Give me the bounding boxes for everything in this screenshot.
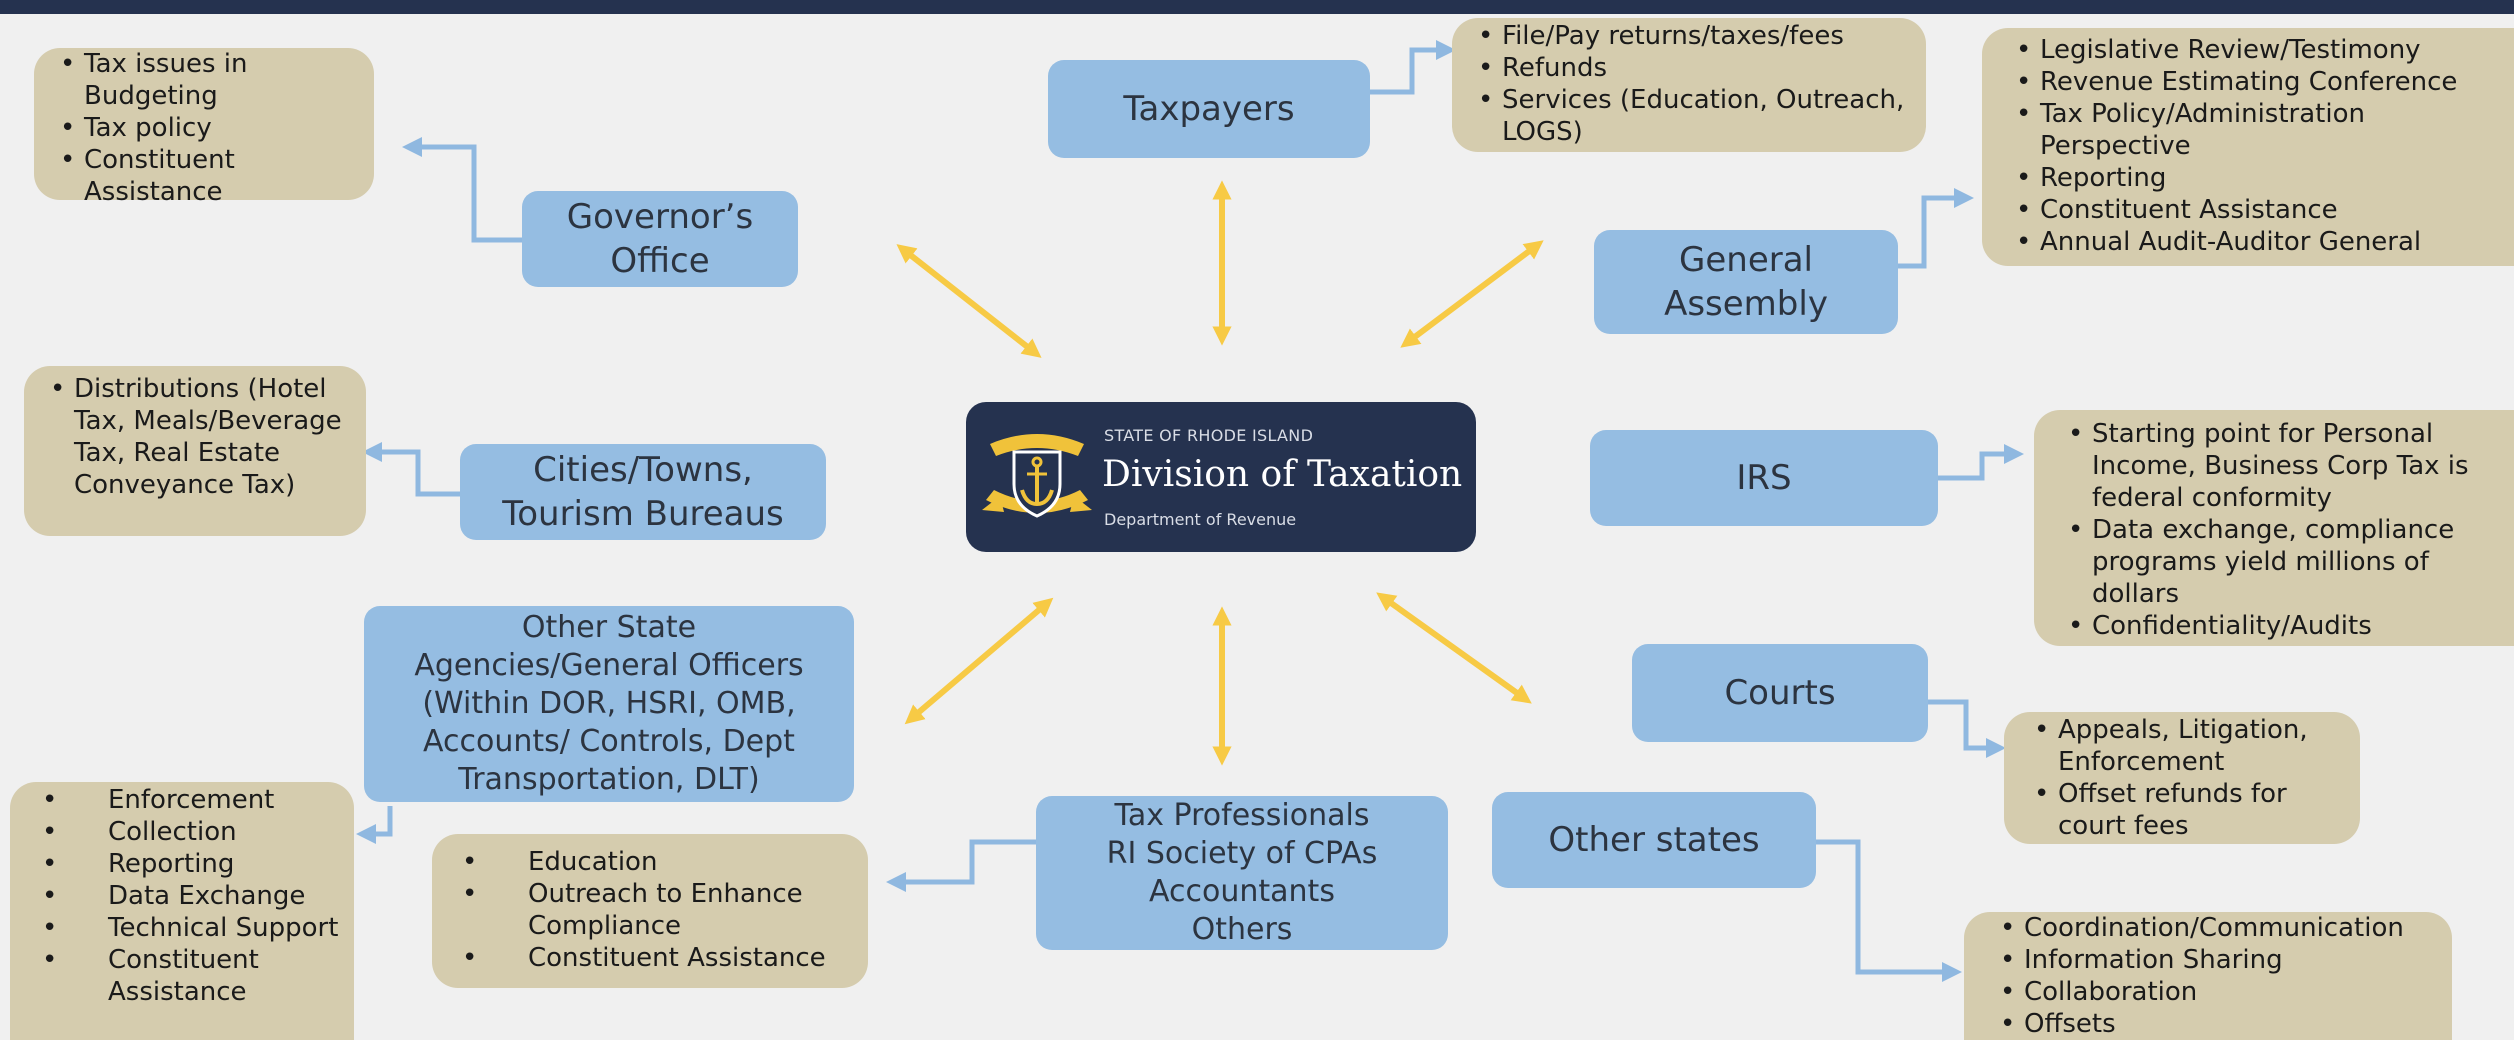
- list-item: Constituent Assistance: [2002, 194, 2504, 226]
- header-bar: [0, 0, 2514, 14]
- state-label: STATE OF RHODE ISLAND: [1104, 426, 1314, 445]
- list-item: Coordination/Communication: [1986, 912, 2442, 944]
- connector-assembly: [1898, 188, 1974, 269]
- other-states-node: Other states: [1492, 792, 1816, 888]
- list-item: Data Exchange: [16, 880, 346, 912]
- governor-details-box: Tax issues in Budgeting Tax policy Const…: [34, 48, 374, 207]
- governors-office-node: Governor’s Office: [522, 191, 798, 287]
- cities-details-box: Distributions (Hotel Tax, Meals/Beverage…: [24, 366, 366, 536]
- list-item: Refunds: [1464, 52, 1912, 84]
- list-item: Education: [436, 846, 858, 878]
- list-item: Collection: [16, 816, 346, 848]
- list-item: Confidentiality/Audits: [2054, 610, 2508, 642]
- connector-states: [1816, 839, 1962, 982]
- list-item: Technical Support: [16, 912, 346, 944]
- irs-details-box: Starting point for Personal Income, Busi…: [2034, 410, 2514, 646]
- other-agencies-node: Other State Agencies/General Officers (W…: [364, 606, 854, 802]
- list-item: Outreach to Enhance Compliance: [436, 878, 858, 942]
- list-item: File/Pay returns/taxes/fees: [1464, 20, 1912, 52]
- list-item: Offsets: [1986, 1008, 2442, 1040]
- list-item: Reporting: [16, 848, 346, 880]
- arrow-courts: [1376, 592, 1532, 704]
- list-item: Constituent Assistance: [46, 144, 360, 208]
- taxpayers-node: Taxpayers: [1048, 60, 1370, 158]
- list-item: Annual Audit-Auditor General: [2002, 226, 2504, 258]
- list-item: Revenue Estimating Conference: [2002, 66, 2504, 98]
- list-item: Enforcement: [16, 784, 346, 816]
- agencies-details-box: Enforcement Collection Reporting Data Ex…: [10, 782, 354, 1040]
- list-item: Appeals, Litigation, Enforcement: [2020, 714, 2348, 778]
- list-item: Tax issues in Budgeting: [46, 48, 360, 112]
- list-item: Offset refunds for court fees: [2020, 778, 2348, 842]
- connector-irs: [1938, 444, 2024, 481]
- list-item: Information Sharing: [1986, 944, 2442, 976]
- cities-towns-node: Cities/Towns, Tourism Bureaus: [460, 444, 826, 540]
- arrow-agencies: [904, 597, 1054, 725]
- list-item: Data exchange, compliance programs yield…: [2054, 514, 2508, 610]
- list-item: Collaboration: [1986, 976, 2442, 1008]
- list-item: Constituent Assistance: [16, 944, 346, 1008]
- list-item: Starting point for Personal Income, Busi…: [2054, 418, 2508, 514]
- list-item: Legislative Review/Testimony: [2002, 34, 2504, 66]
- division-of-taxation-logo: STATE OF RHODE ISLAND Division of Taxati…: [966, 402, 1476, 552]
- connector-governor: [402, 137, 522, 243]
- assembly-details-box: Legislative Review/Testimony Revenue Est…: [1982, 28, 2514, 266]
- irs-node: IRS: [1590, 430, 1938, 526]
- states-details-box: Coordination/Communication Information S…: [1964, 912, 2452, 1040]
- general-assembly-node: General Assembly: [1594, 230, 1898, 334]
- list-item: Tax Policy/Administration Perspective: [2002, 98, 2504, 162]
- tax-professionals-node: Tax Professionals RI Society of CPAs Acc…: [1036, 796, 1448, 950]
- connector-professionals: [886, 839, 1036, 892]
- taxpayers-details-box: File/Pay returns/taxes/fees Refunds Serv…: [1452, 18, 1926, 152]
- list-item: Distributions (Hotel Tax, Meals/Beverage…: [36, 373, 356, 501]
- arrow-governor: [896, 244, 1042, 358]
- department-label: Department of Revenue: [1104, 510, 1297, 529]
- courts-node: Courts: [1632, 644, 1928, 742]
- list-item: Tax policy: [46, 112, 360, 144]
- connector-taxpayers: [1370, 40, 1456, 95]
- connector-courts: [1928, 699, 2006, 758]
- list-item: Constituent Assistance: [436, 942, 858, 974]
- arrow-assembly: [1400, 240, 1544, 348]
- list-item: Reporting: [2002, 162, 2504, 194]
- professionals-details-box: Education Outreach to Enhance Compliance…: [432, 834, 868, 988]
- division-title: Division of Taxation: [1102, 454, 1463, 495]
- list-item: Services (Education, Outreach, LOGS): [1464, 84, 1912, 148]
- anchor-seal-icon: [982, 434, 1092, 518]
- connector-agencies: [356, 806, 393, 844]
- courts-details-box: Appeals, Litigation, Enforcement Offset …: [2004, 712, 2360, 844]
- connector-cities: [362, 442, 460, 497]
